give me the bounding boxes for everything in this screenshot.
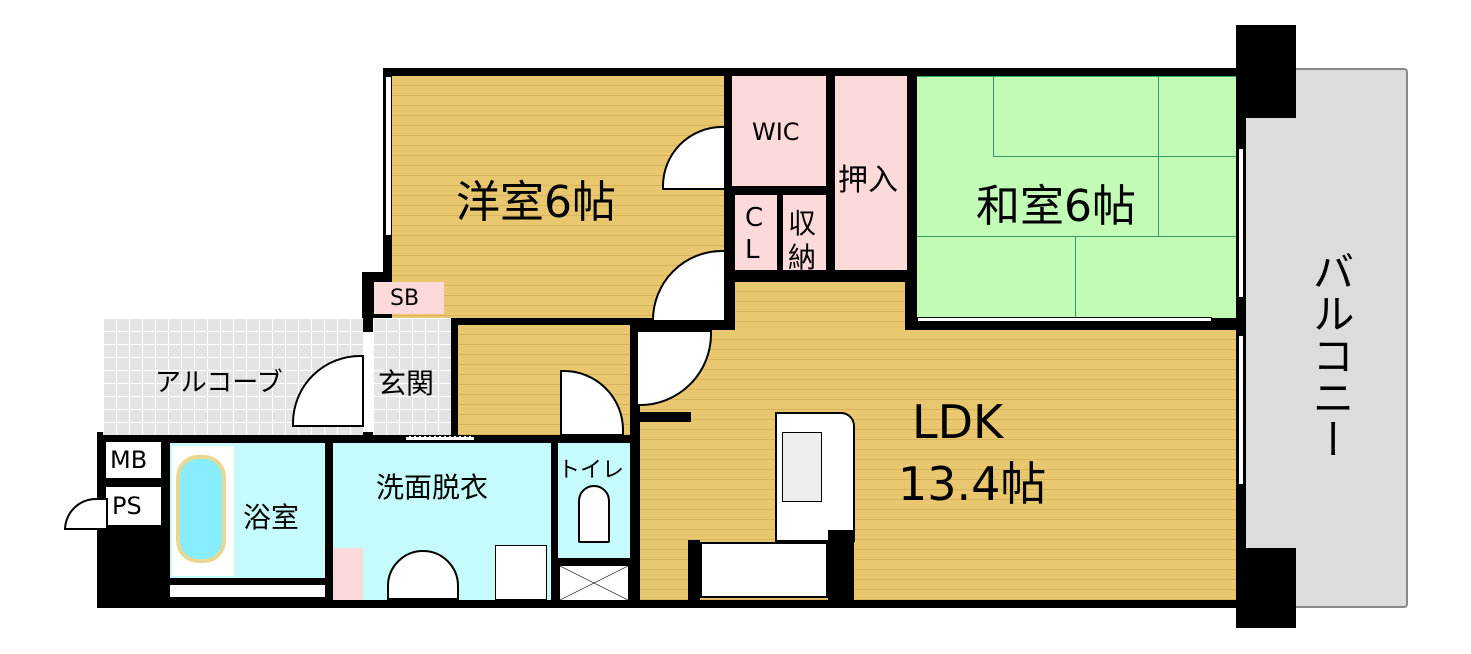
toilet-label: トイレ	[558, 458, 625, 483]
japanese-room-label: 和室6帖	[976, 181, 1136, 232]
pipe-space-label: PS	[112, 492, 142, 520]
ldk-size-label: 13.4帖	[898, 457, 1047, 511]
shoe-box	[374, 282, 444, 314]
washroom-label: 洗面脱衣	[376, 471, 489, 504]
sliding-door	[917, 317, 1212, 322]
shoe-box-label: SB	[390, 286, 420, 311]
door	[64, 498, 108, 530]
oshiire	[835, 76, 907, 270]
bathtub-basin	[176, 455, 226, 563]
meter-box-label: MB	[110, 446, 148, 474]
washing-machine	[495, 545, 547, 600]
wic-label: WIC	[752, 118, 800, 146]
storage-label-2: 納	[788, 241, 817, 274]
japanese-room	[917, 76, 1236, 318]
tatami-line	[993, 76, 994, 156]
oshiire-label: 押入	[838, 163, 898, 198]
balcony-label: バルコニー	[1306, 250, 1355, 460]
storage-x	[560, 566, 628, 600]
wall	[636, 412, 691, 422]
wall	[688, 540, 700, 600]
tatami-line	[917, 236, 1236, 237]
wall	[828, 530, 854, 600]
shelf	[333, 548, 363, 600]
cooktop	[700, 542, 828, 598]
column	[1236, 548, 1296, 628]
meter-box	[106, 442, 161, 478]
bathroom-label: 浴室	[243, 501, 300, 534]
entrance-label: 玄関	[378, 367, 435, 400]
window	[385, 76, 392, 236]
washbasin	[387, 550, 459, 600]
column	[1236, 25, 1296, 118]
ldk	[735, 282, 905, 330]
closet-label-l: L	[745, 235, 760, 265]
western-room-label: 洋室6帖	[456, 177, 616, 228]
toilet-bowl	[578, 485, 610, 543]
tatami-line	[993, 156, 1236, 157]
ldk-label: LDK	[912, 395, 1004, 449]
storage-label-1: 収	[788, 207, 817, 240]
balcony	[1240, 68, 1408, 608]
tatami-line	[1075, 236, 1076, 318]
pipe-space	[106, 487, 161, 525]
alcove-label: アルコーブ	[155, 368, 283, 398]
storage	[783, 195, 826, 270]
window	[1238, 335, 1244, 485]
window	[1238, 148, 1244, 298]
washroom-window	[406, 436, 474, 440]
closet-label-c: C	[745, 203, 764, 233]
closet	[735, 195, 777, 270]
bath-wall-strip	[170, 585, 325, 597]
sink	[782, 432, 822, 502]
entrance	[373, 318, 451, 435]
wic	[732, 76, 826, 186]
